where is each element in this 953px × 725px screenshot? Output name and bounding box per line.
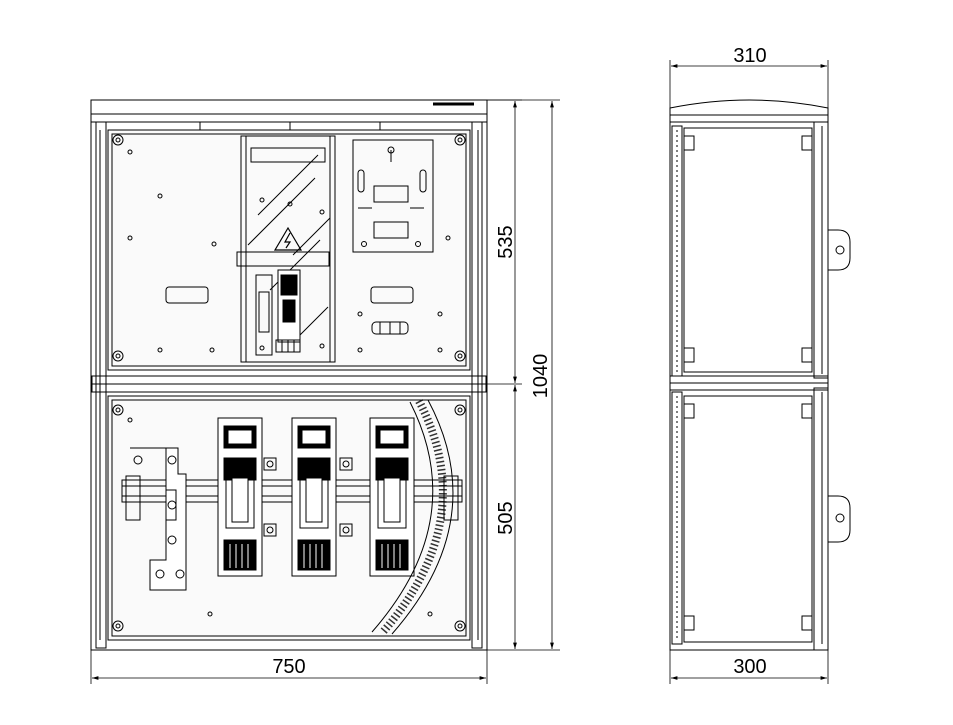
dim-side-bottom-depth: 300 [733, 656, 766, 678]
door-handle-upper [828, 229, 851, 271]
dim-front-width: 750 [272, 656, 305, 678]
switch-mount [255, 274, 273, 356]
side-outline [669, 121, 829, 651]
dim-upper-height: 535 [495, 225, 517, 258]
fuse-base-2 [291, 417, 337, 577]
dim-side-top-depth: 310 [733, 45, 766, 67]
label-slot-right [370, 286, 414, 304]
roof-profile [669, 99, 829, 122]
dim-lower-height: 505 [495, 501, 517, 534]
upper-compartment [107, 129, 471, 371]
neutral-busbar [130, 447, 187, 591]
label-slot-left [165, 286, 209, 304]
door-handle-lower [828, 495, 851, 543]
lower-compartment [107, 395, 471, 641]
fuse-base-1 [217, 417, 263, 577]
front-view [90, 99, 488, 651]
corner-screws [112, 134, 466, 362]
mounting-holes [127, 149, 451, 353]
dim-total-height: 1040 [530, 354, 552, 399]
side-view [669, 99, 851, 651]
cable-conduit [371, 399, 454, 636]
high-voltage-warning-icon [273, 226, 303, 251]
meter-plate [352, 139, 434, 253]
fuse-base-3 [369, 417, 415, 577]
dimension-lines [90, 60, 829, 684]
